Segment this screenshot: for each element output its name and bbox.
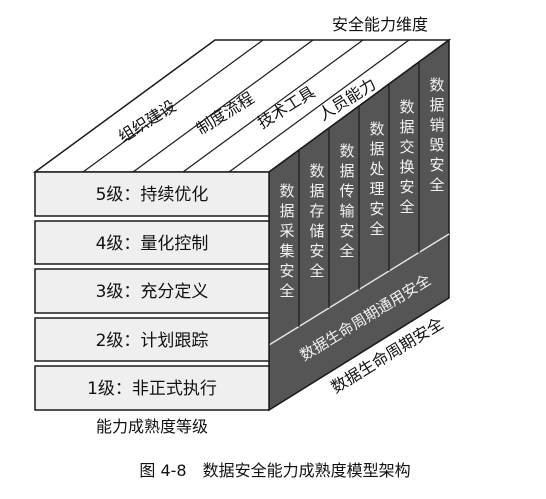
top-stripe-4 bbox=[228, 39, 410, 173]
level-row-1 bbox=[34, 365, 270, 411]
lifecycle-stage-1: 数据采集安全 bbox=[279, 182, 294, 300]
top-stripe-2 bbox=[132, 39, 314, 173]
lifecycle-stage-3: 数据传输安全 bbox=[339, 142, 354, 260]
top-stripe-3 bbox=[182, 39, 364, 173]
level-label-4: 4级：量化控制 bbox=[96, 234, 209, 254]
level-label-3: 3级：充分定义 bbox=[96, 282, 209, 302]
levels-axis-label: 能力成熟度等级 bbox=[96, 417, 208, 436]
level-label-1: 1级：非正式执行 bbox=[87, 379, 217, 399]
level-row-2 bbox=[34, 317, 270, 362]
lifecycle-stage-2: 数据存储安全 bbox=[309, 162, 324, 280]
figure-caption: 图 4-8 数据安全能力成熟度模型架构 bbox=[139, 461, 410, 480]
level-label-5: 5级：持续优化 bbox=[96, 185, 209, 205]
lifecycle-stage-4: 数据处理安全 bbox=[369, 120, 384, 238]
level-row-3 bbox=[34, 268, 270, 314]
level-row-4 bbox=[34, 220, 270, 265]
lifecycle-stage-6: 数据销毁安全 bbox=[429, 76, 444, 194]
lifecycle-stage-5: 数据交换安全 bbox=[399, 98, 414, 216]
top-title: 安全能力维度 bbox=[332, 15, 428, 34]
top-stripe-1 bbox=[82, 39, 264, 173]
level-label-2: 2级：计划跟踪 bbox=[96, 331, 209, 351]
level-row-5 bbox=[34, 171, 270, 217]
